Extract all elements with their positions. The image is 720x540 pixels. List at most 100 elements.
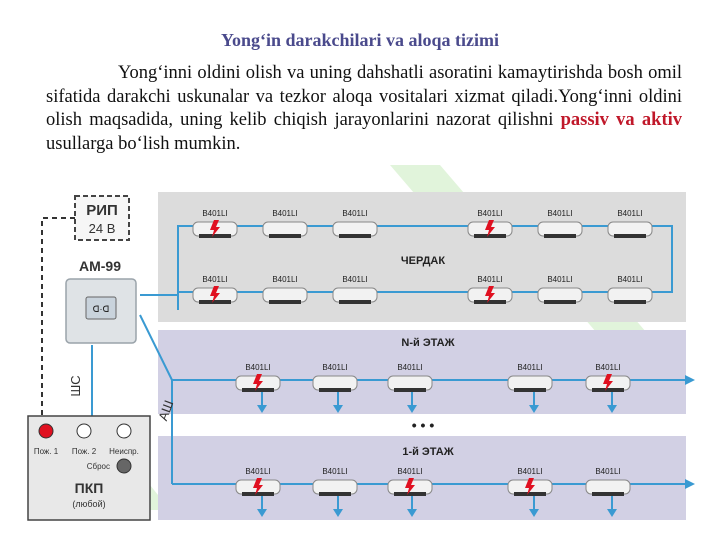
power-dashed-line: [41, 217, 75, 420]
detector-base: [199, 300, 231, 304]
fault-label: Неиспр.: [109, 447, 139, 456]
detector-base: [269, 300, 301, 304]
alarm-icon: [210, 220, 220, 237]
alarm-icon: [603, 374, 613, 391]
detector-label: B401LI: [595, 363, 620, 372]
wire-arrows: [257, 375, 695, 517]
panel-sub: (любой): [72, 499, 105, 509]
detector-body: [312, 479, 358, 495]
smoke-detector: B401LI: [235, 363, 281, 392]
detector-label: B401LI: [272, 275, 297, 284]
detector-label: B401LI: [322, 467, 347, 476]
detector-base: [514, 492, 546, 496]
smoke-detector: B401LI: [607, 275, 653, 304]
module-label: АМ-99: [79, 258, 121, 274]
detector-label: B401LI: [517, 363, 542, 372]
detector-body: [607, 221, 653, 237]
ellipsis-zone: [158, 414, 686, 436]
smoke-detector: B401LI: [262, 275, 308, 304]
detector-body: [332, 287, 378, 303]
alarm-icon: [405, 478, 415, 495]
detector-base: [339, 234, 371, 238]
detector-label: B401LI: [547, 209, 572, 218]
detector-label: B401LI: [477, 275, 502, 284]
smoke-detector: B401LI: [332, 275, 378, 304]
panel-name: ПКП: [75, 480, 104, 496]
detector-base: [592, 388, 624, 392]
smoke-detector: B401LI: [607, 209, 653, 238]
detector-label: B401LI: [397, 467, 422, 476]
smoke-detector: B401LI: [387, 467, 433, 496]
module-display-icon: ᗡ·ᗡ: [93, 304, 110, 314]
alarm-icon: [253, 374, 263, 391]
detector-base: [199, 234, 231, 238]
detector-label: B401LI: [617, 209, 642, 218]
detector-base: [394, 492, 426, 496]
smoke-detector: B401LI: [192, 275, 238, 304]
detector-label: B401LI: [547, 275, 572, 284]
smoke-detector: B401LI: [192, 209, 238, 238]
detector-base: [544, 300, 576, 304]
zone-ellipsis: • • •: [412, 417, 435, 433]
detector-base: [614, 234, 646, 238]
smoke-detector: B401LI: [387, 363, 433, 392]
detector-label: B401LI: [245, 363, 270, 372]
floor-n-zone: [158, 330, 686, 414]
detector-base: [592, 492, 624, 496]
smoke-detector: B401LI: [262, 209, 308, 238]
floor-1-zone: [158, 436, 686, 520]
smoke-detector: B401LI: [235, 467, 281, 496]
detector-label: B401LI: [342, 209, 367, 218]
body-paragraph: Yong‘inni oldini olish va uning dahshatl…: [46, 62, 682, 156]
smoke-detector: B401LI: [467, 209, 513, 238]
fire2-indicator: [76, 423, 92, 439]
alarm-icon: [485, 286, 495, 303]
detector-label: B401LI: [342, 275, 367, 284]
paragraph-end: usullarga bo‘lish mumkin.: [46, 133, 241, 154]
slide-title: Yong‘in darakchilari va aloqa tizimi: [220, 30, 499, 50]
fire1-indicator: [38, 423, 54, 439]
detector-base: [242, 492, 274, 496]
detector-base: [319, 492, 351, 496]
detector-body: [262, 287, 308, 303]
alarm-icon: [485, 220, 495, 237]
detector-label: B401LI: [477, 209, 502, 218]
detector-base: [319, 388, 351, 392]
detector-body: [585, 479, 631, 495]
fire1-label: Пож. 1: [34, 447, 59, 456]
detector-label: B401LI: [397, 363, 422, 372]
smoke-detector: B401LI: [507, 363, 553, 392]
attic-zone: [158, 192, 686, 322]
detector-base: [614, 300, 646, 304]
zone-attic-label: ЧЕРДАК: [401, 255, 445, 267]
detector-body: [537, 221, 583, 237]
detector-label: B401LI: [272, 209, 297, 218]
psu-label: РИП: [86, 202, 118, 219]
fire2-label: Пож. 2: [72, 447, 97, 456]
detector-body: [507, 375, 553, 391]
detector-base: [394, 388, 426, 392]
zone-floor-n-label: N-й ЭТАЖ: [401, 337, 454, 349]
smoke-detector: B401LI: [507, 467, 553, 496]
psu-voltage: 24 В: [89, 221, 116, 236]
detector-label: B401LI: [617, 275, 642, 284]
module-display: [85, 296, 117, 320]
smoke-detector: B401LI: [537, 275, 583, 304]
paragraph-text: Yong‘inni oldini olish va uning dahshatl…: [46, 63, 682, 130]
reset-label: Сброс: [87, 462, 110, 471]
psu-box: [74, 195, 130, 241]
detector-label: B401LI: [595, 467, 620, 476]
detector-base: [514, 388, 546, 392]
detector-label: B401LI: [517, 467, 542, 476]
alarm-icon: [525, 478, 535, 495]
smoke-detector: B401LI: [585, 363, 631, 392]
detector-body: [387, 375, 433, 391]
smoke-detector: B401LI: [332, 209, 378, 238]
detector-body: [262, 221, 308, 237]
detector-base: [544, 234, 576, 238]
smoke-detector: B401LI: [537, 209, 583, 238]
detector-body: [607, 287, 653, 303]
zone-floor-1-label: 1-й ЭТАЖ: [402, 446, 453, 458]
alarm-icon: [253, 478, 263, 495]
